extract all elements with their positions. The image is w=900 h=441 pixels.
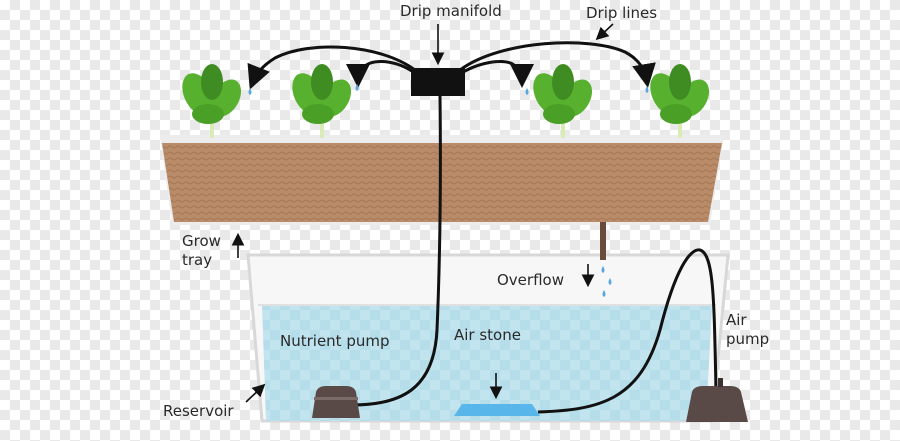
plant-1 [182, 64, 242, 138]
supply-tube [351, 95, 442, 407]
label-air-pump-line1: Air [726, 311, 747, 329]
pointer-arrow-icon [231, 23, 614, 403]
label-grow-tray-line2: tray [182, 251, 213, 269]
nutrient-water [262, 305, 712, 421]
water-droplet-icon [248, 84, 649, 297]
air-stone [454, 404, 540, 416]
air-pump [686, 378, 748, 422]
overflow-pipe [600, 222, 606, 260]
label-overflow: Overflow [497, 271, 564, 289]
tubes [247, 41, 718, 414]
grow-medium [162, 143, 722, 222]
nutrient-pump [312, 386, 360, 418]
air-tube [537, 248, 718, 414]
drip-manifold-box [411, 68, 465, 96]
label-air-pump: Air pump [726, 311, 769, 349]
label-air-pump-line2: pump [726, 330, 770, 348]
plant-3 [533, 64, 593, 138]
label-reservoir: Reservoir [163, 402, 234, 420]
drip-line-1 [247, 45, 416, 90]
drip-line-4 [459, 41, 656, 88]
reservoir-tank [246, 253, 730, 423]
plant-4 [650, 64, 710, 138]
label-grow-tray: Grow tray [182, 232, 221, 270]
label-air-stone: Air stone [454, 326, 521, 344]
plant-2 [292, 64, 352, 138]
label-grow-tray-line1: Grow [182, 232, 221, 250]
label-drip-lines: Drip lines [586, 4, 658, 22]
grow-tray [160, 135, 724, 225]
label-nutrient-pump: Nutrient pump [280, 332, 390, 350]
label-drip-manifold: Drip manifold [400, 2, 502, 20]
drip-line-2 [346, 60, 421, 88]
drip-line-3 [454, 60, 534, 88]
